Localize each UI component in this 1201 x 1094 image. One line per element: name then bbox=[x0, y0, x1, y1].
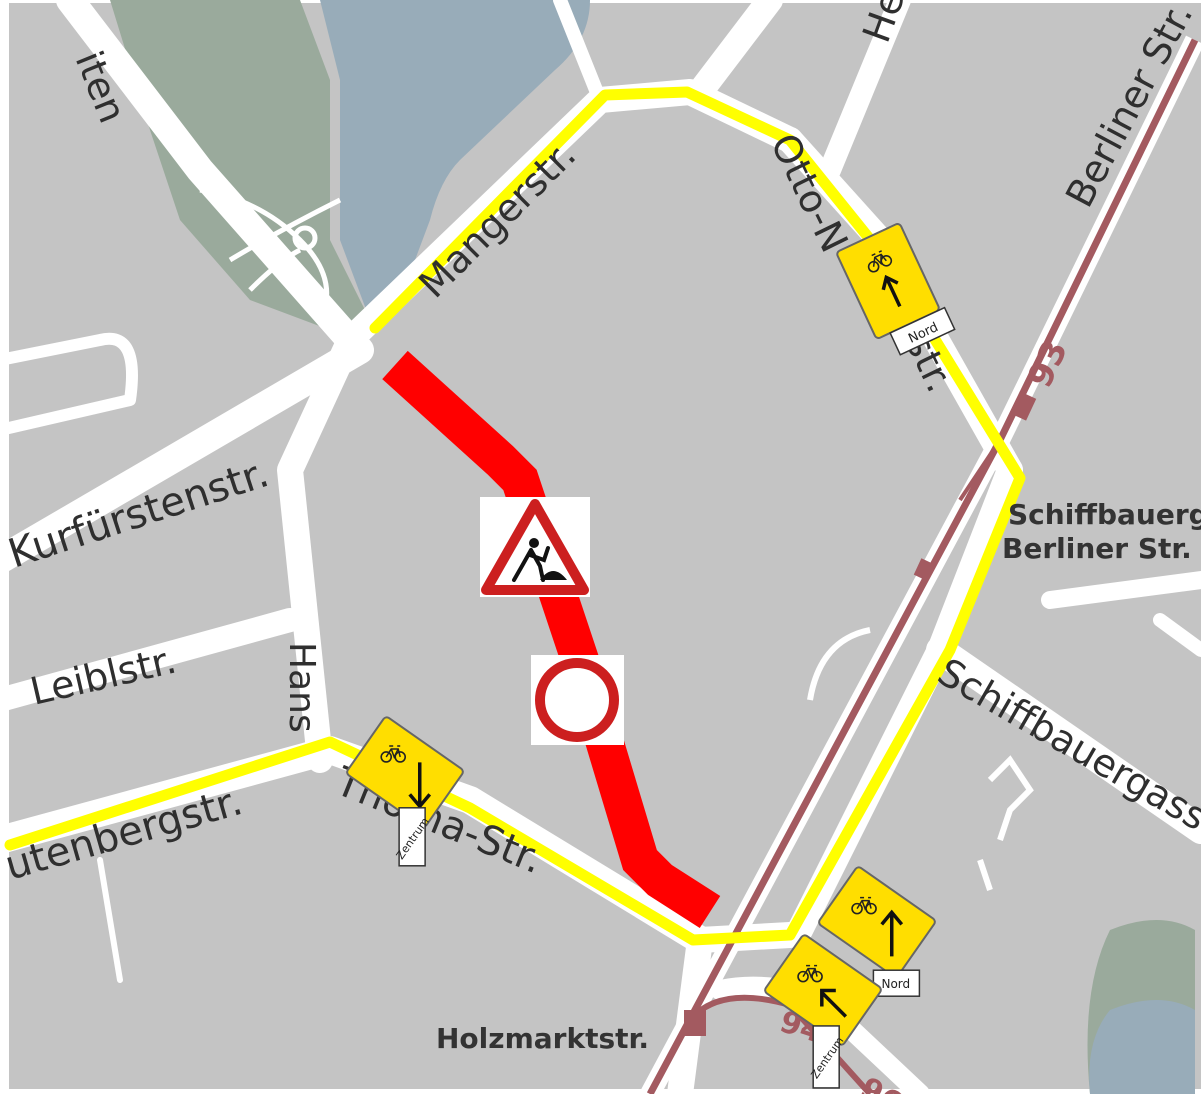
bike-sign-zentrum-bottom: Zentrum bbox=[764, 934, 882, 1089]
pond-bottom-right bbox=[1089, 1000, 1195, 1094]
lake bbox=[320, 0, 590, 320]
stop-label-schiffbauergasse: Schiffbauerg bbox=[1008, 498, 1201, 531]
bike-sign-nord-top: Nord bbox=[836, 223, 956, 356]
bike-sign-zentrum-left: Zentrum bbox=[346, 716, 464, 867]
building-outlines bbox=[807, 627, 1034, 891]
no-vehicles-sign-icon bbox=[531, 655, 624, 745]
bottom-border bbox=[0, 1089, 1201, 1094]
stop-label-holzmarktstr: Holzmarktstr. bbox=[436, 1022, 649, 1055]
sign-plate-nord-bottom: Nord bbox=[881, 977, 910, 991]
bike-sign-nord-bottom: Nord bbox=[818, 866, 936, 997]
street-label-hans: Hans bbox=[281, 642, 322, 733]
stop-label-berliner-str: Berliner Str. bbox=[1002, 532, 1192, 565]
top-border bbox=[0, 0, 1201, 3]
roadworks-warning-icon bbox=[480, 497, 590, 597]
